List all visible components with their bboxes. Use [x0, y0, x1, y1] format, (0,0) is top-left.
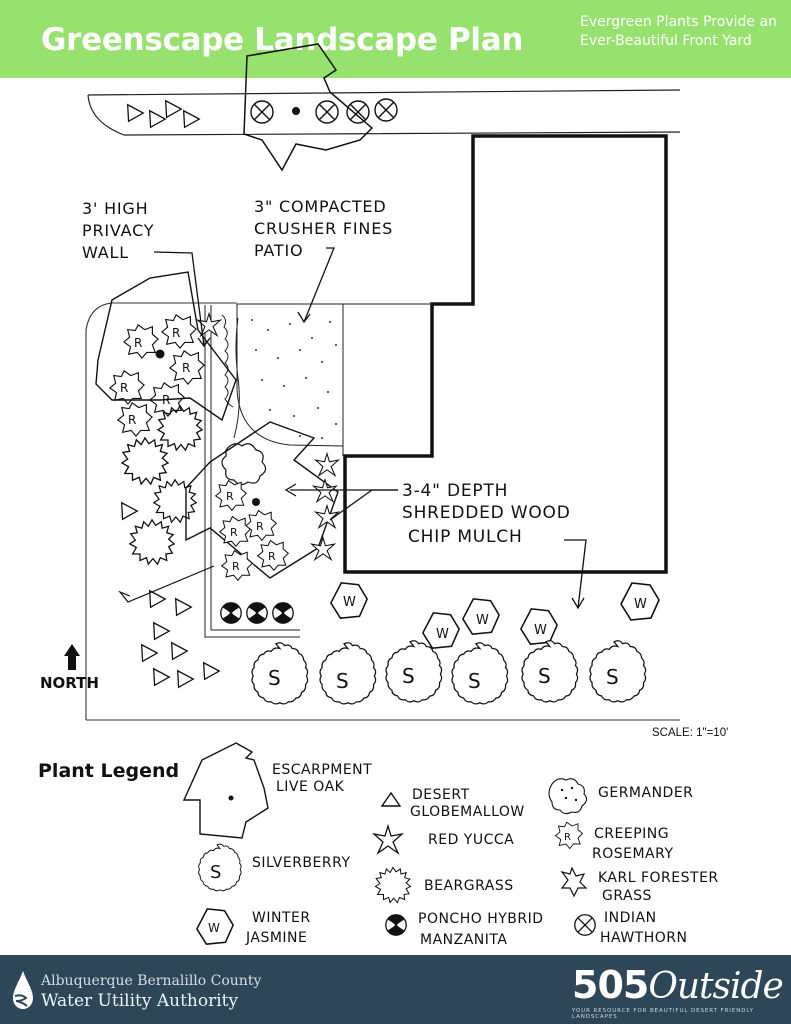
manzanita-row — [220, 602, 294, 624]
legend-label-beargrass: BEARGRASS — [424, 878, 514, 894]
wall-annotation-line: PRIVACY — [82, 221, 154, 240]
rosemary-letter: R — [172, 326, 181, 340]
patio-annotation-line: 3" COMPACTED — [254, 197, 386, 216]
strip-hawthorn-group — [250, 98, 398, 124]
legend-creeping-rosemary-icon: R — [555, 821, 583, 849]
germander-cluster — [221, 443, 267, 486]
landscape-plan-drawing: R R R R R R R R R R R — [64, 43, 719, 948]
legend-label-escarpment-live-oak: LIVE OAK — [276, 779, 345, 795]
winter-jasmine-group: W W W W W — [330, 582, 660, 649]
silverberry-letter: S — [538, 664, 552, 688]
page-subtitle: Evergreen Plants Provide an Ever-Beautif… — [580, 14, 777, 49]
brand-suffix: Outside — [648, 966, 784, 1007]
legend-desert-globemallow-icon — [380, 791, 402, 807]
scale-label: SCALE: 1"=10' — [652, 727, 729, 739]
brand-prefix: 505 — [572, 963, 649, 1007]
annotation-leader-lines — [153, 247, 587, 610]
patio-stipple — [251, 319, 337, 439]
rosemary-letter: R — [232, 560, 240, 573]
water-drop-logo-icon — [13, 971, 33, 1009]
annotation-mulch: 3-4" DEPTH SHREDDED WOOD CHIP MULCH — [402, 481, 571, 547]
patio-outline — [236, 303, 432, 456]
globemallow-cluster-southwest — [118, 565, 220, 688]
annotation-patio: 3" COMPACTED CRUSHER FINES PATIO — [254, 197, 393, 260]
mulch-annotation-line: CHIP MULCH — [408, 527, 523, 547]
legend-label-red-yucca: RED YUCCA — [428, 832, 514, 848]
legend-label-escarpment-live-oak: ESCARPMENT — [272, 762, 372, 778]
legend-jasmine-letter: W — [208, 921, 220, 935]
rosemary-letter: R — [226, 490, 234, 503]
silverberry-letter: S — [606, 665, 620, 689]
wall-annotation-line: WALL — [82, 243, 129, 262]
legend-label-poncho-hybrid-manzanita: PONCHO HYBRID — [418, 911, 544, 927]
house-outline — [343, 134, 668, 574]
legend-label-creeping-rosemary: ROSEMARY — [592, 846, 674, 862]
germander-hedge — [221, 314, 240, 439]
annotation-privacy-wall: 3' HIGH PRIVACY WALL — [82, 199, 154, 262]
globemallow-west-single — [121, 502, 138, 520]
legend-label-indian-hawthorn: INDIAN — [604, 910, 657, 926]
footer-banner: Albuquerque Bernalillo County Water Util… — [0, 955, 791, 1024]
privacy-wall — [204, 305, 300, 638]
legend-silverberry-letter: S — [210, 862, 222, 883]
legend-label-winter-jasmine: WINTER — [252, 910, 311, 926]
brand-logo: 505Outside — [572, 963, 784, 1007]
legend-label-karl-forester-grass: KARL FORESTER — [598, 870, 719, 886]
north-arrow-icon — [64, 644, 80, 670]
wall-annotation-line: 3' HIGH — [82, 199, 148, 218]
jasmine-letter: W — [534, 623, 547, 638]
north-label: NORTH — [40, 674, 99, 692]
west-live-oak-canopy — [95, 271, 237, 422]
street-strip — [87, 89, 681, 136]
legend-label-germander: GERMANDER — [598, 785, 693, 801]
rosemary-cluster-west: R R R R R R — [109, 314, 205, 437]
top-live-oak-canopy — [243, 43, 374, 172]
legend-rosemary-letter: R — [564, 832, 571, 843]
rosemary-letter: R — [120, 381, 129, 395]
page-title: Greenscape Landscape Plan — [41, 22, 524, 58]
legend-germander-icon — [548, 778, 588, 815]
legend-poncho-hybrid-manzanita-icon — [385, 914, 407, 936]
jasmine-letter: W — [634, 597, 647, 612]
legend-label-creeping-rosemary: CREEPING — [594, 826, 669, 842]
legend-label-silverberry: SILVERBERRY — [252, 855, 351, 871]
patio-annotation-line: CRUSHER FINES — [254, 219, 393, 238]
mulch-annotation-line: 3-4" DEPTH — [402, 481, 508, 501]
legend-label-karl-forester-grass: GRASS — [602, 888, 652, 904]
legend-label-poncho-hybrid-manzanita: MANZANITA — [420, 932, 507, 948]
silverberry-letter: S — [268, 666, 282, 690]
jasmine-letter: W — [343, 595, 356, 610]
rosemary-letter: R — [256, 520, 264, 533]
silverberry-letter: S — [336, 669, 350, 693]
legend-label-desert-globemallow: GLOBEMALLOW — [410, 804, 525, 820]
legend-title: Plant Legend — [38, 760, 180, 782]
legend-label-winter-jasmine: JASMINE — [245, 930, 307, 946]
rosemary-letter: R — [182, 361, 191, 375]
patio-annotation-line: PATIO — [254, 241, 303, 260]
rosemary-letter: R — [134, 336, 143, 350]
strip-globemallow-group — [127, 100, 200, 128]
rosemary-letter: R — [128, 413, 137, 427]
jasmine-letter: W — [476, 613, 489, 628]
legend-indian-hawthorn-icon — [574, 914, 596, 936]
rosemary-letter: R — [230, 526, 238, 539]
org-name-line2: Water Utility Authority — [41, 991, 239, 1011]
org-name-line1: Albuquerque Bernalillo County — [41, 973, 262, 989]
legend-beargrass-icon — [374, 866, 412, 904]
silverberry-row: S S S S S S — [251, 640, 647, 705]
legend-label-indian-hawthorn: HAWTHORN — [600, 930, 687, 946]
legend-red-yucca-icon — [373, 825, 403, 854]
header-banner: Greenscape Landscape Plan Evergreen Plan… — [0, 0, 791, 78]
silverberry-letter: S — [402, 664, 416, 688]
legend-label-desert-globemallow: DESERT — [412, 787, 470, 803]
jasmine-letter: W — [436, 627, 449, 642]
mulch-annotation-line: SHREDDED WOOD — [402, 503, 571, 523]
legend-karl-forester-grass-icon — [560, 866, 588, 898]
rosemary-letter: R — [268, 550, 276, 563]
center-live-oak-canopy — [185, 421, 339, 579]
legend-escarpment-live-oak-icon — [182, 742, 269, 839]
rosemary-cluster-center: R R R R R — [215, 480, 289, 581]
silverberry-letter: S — [468, 669, 482, 693]
brand-tagline: YOUR RESOURCE FOR BEAUTIFUL DESERT FRIEN… — [572, 1008, 754, 1020]
